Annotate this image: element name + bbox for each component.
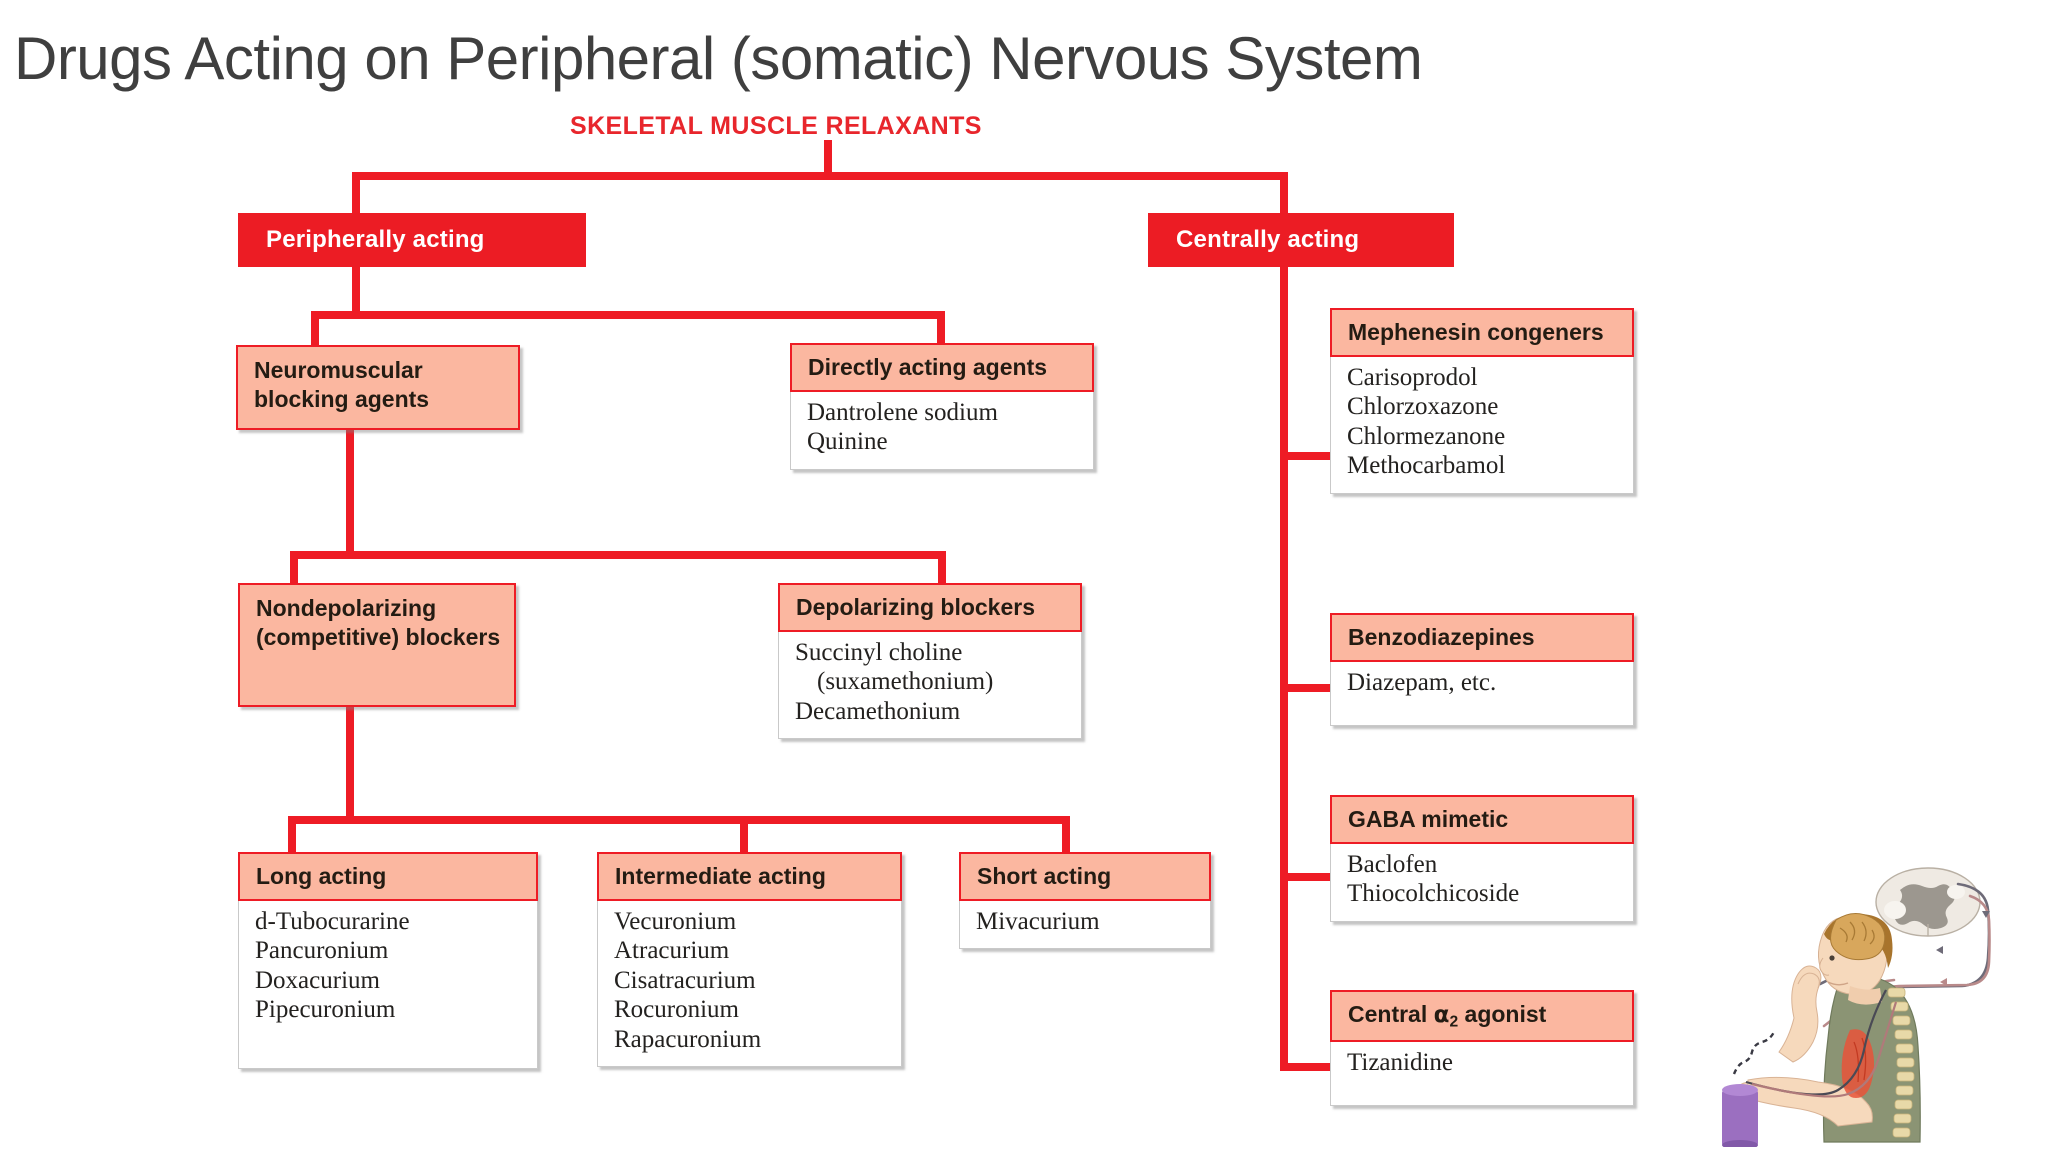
connector-root-to-central [1280, 172, 1288, 232]
node-nondepolarizing-blockers[interactable]: Nondepolarizing (competitive) blockers [238, 583, 516, 707]
card-benzodiazepines[interactable]: Benzodiazepines Diazepam, etc. [1330, 613, 1634, 726]
connector-to-nmba [311, 311, 319, 351]
node-neuromuscular-blocking-agents[interactable]: Neuromuscular blocking agents [236, 345, 520, 430]
connector-to-intermediate-acting [740, 816, 748, 856]
list-item: Quinine [807, 428, 888, 456]
branch-peripherally-acting-label: Peripherally acting [266, 226, 485, 253]
purple-cylinder-object [1722, 1084, 1758, 1147]
card-directly-acting-agents-header: Directly acting agents [790, 343, 1094, 392]
connector-root-to-peripheral [352, 172, 360, 232]
page-title: Drugs Acting on Peripheral (somatic) Ner… [14, 25, 1423, 92]
card-gaba-mimetic-header: GABA mimetic [1330, 795, 1634, 844]
connector-duration-split-bar [288, 816, 1070, 824]
list-item: Dantrolene sodium [807, 398, 998, 426]
spine-icon [1887, 987, 1915, 1138]
card-short-acting-body: Mivacurium [959, 900, 1211, 950]
branch-centrally-acting-label: Centrally acting [1176, 226, 1360, 253]
card-gaba-mimetic[interactable]: GABA mimetic Baclofen Thiocolchicoside [1330, 795, 1634, 922]
list-item: Tizanidine [1347, 1048, 1454, 1076]
connector-nondepolarizing-stem [346, 705, 354, 823]
alpha2-head-pre: Central [1348, 1001, 1434, 1027]
card-depolarizing-blockers-header: Depolarizing blockers [778, 583, 1082, 632]
list-item: (suxamethonium) [817, 668, 994, 696]
card-gaba-mimetic-body: Baclofen Thiocolchicoside [1330, 843, 1634, 922]
list-item: Decamethonium [795, 697, 961, 725]
tremor-squiggle-icon [1732, 1031, 1776, 1075]
connector-to-long-acting [288, 816, 296, 856]
list-item: Cisatracurium [614, 966, 756, 994]
list-item: Chlorzoxazone [1347, 393, 1499, 421]
connector-peripheral-stem [352, 265, 360, 318]
connector-central-trunk [1280, 265, 1288, 1071]
list-item: Rapacuronium [614, 1025, 762, 1053]
card-intermediate-acting[interactable]: Intermediate acting Vecuronium Atracuriu… [597, 852, 902, 1068]
connector-peripheral-split-bar [311, 311, 945, 319]
card-mephenesin-congeners-body: Carisoprodol Chlorzoxazone Chlormezanone… [1330, 356, 1634, 494]
greek-alpha-icon: α [1433, 1002, 1450, 1028]
card-short-acting-header: Short acting [959, 852, 1211, 901]
list-item: d-Tubocurarine [255, 907, 410, 935]
raised-arm-shape [1778, 965, 1822, 1063]
card-intermediate-acting-body: Vecuronium Atracurium Cisatracurium Rocu… [597, 900, 902, 1068]
card-depolarizing-blockers[interactable]: Depolarizing blockers Succinyl choline (… [778, 583, 1082, 740]
card-benzodiazepines-body: Diazepam, etc. [1330, 661, 1634, 726]
connector-central-trunk-foot [1280, 1063, 1334, 1071]
card-depolarizing-blockers-body: Succinyl choline (suxamethonium) Decamet… [778, 631, 1082, 740]
connector-nmba-split-bar [290, 551, 946, 559]
card-intermediate-acting-header: Intermediate acting [597, 852, 902, 901]
card-central-alpha2-agonist-header: Central α2 agonist [1330, 990, 1634, 1042]
card-directly-acting-agents[interactable]: Directly acting agents Dantrolene sodium… [790, 343, 1094, 470]
branch-centrally-acting[interactable]: Centrally acting [1148, 213, 1454, 267]
list-item: Carisoprodol [1347, 363, 1478, 391]
list-item: Baclofen [1347, 850, 1438, 878]
connector-to-nondepolarizing [290, 551, 298, 591]
alpha2-head-post: agonist [1458, 1001, 1547, 1027]
connector-root-bar [352, 172, 1288, 180]
card-mephenesin-congeners-header: Mephenesin congeners [1330, 308, 1634, 357]
card-mephenesin-congeners[interactable]: Mephenesin congeners Carisoprodol Chlorz… [1330, 308, 1634, 494]
list-item: Pancuronium [255, 937, 389, 965]
card-long-acting[interactable]: Long acting d-Tubocurarine Pancuronium D… [238, 852, 538, 1069]
node-neuromuscular-blocking-agents-label: Neuromuscular blocking agents [254, 357, 430, 412]
list-item: Chlormezanone [1347, 422, 1506, 450]
list-item: Doxacurium [255, 966, 380, 994]
connector-nmba-stem [346, 428, 354, 558]
card-long-acting-body: d-Tubocurarine Pancuronium Doxacurium Pi… [238, 900, 538, 1069]
chart-heading: SKELETAL MUSCLE RELAXANTS [570, 112, 982, 140]
connector-central-to-mephenesin [1280, 452, 1334, 460]
list-item: Diazepam, etc. [1347, 668, 1497, 696]
list-item: Thiocolchicoside [1347, 880, 1520, 908]
list-item: Mivacurium [976, 907, 1100, 935]
list-item: Atracurium [614, 937, 730, 965]
connector-to-depolarizing [938, 551, 946, 591]
card-central-alpha2-agonist[interactable]: Central α2 agonist Tizanidine [1330, 990, 1634, 1106]
brain-icon [1830, 913, 1886, 961]
card-short-acting[interactable]: Short acting Mivacurium [959, 852, 1211, 950]
card-central-alpha2-agonist-body: Tizanidine [1330, 1041, 1634, 1106]
list-item: Succinyl choline [795, 638, 963, 666]
list-item: Methocarbamol [1347, 452, 1506, 480]
list-item: Pipecuronium [255, 996, 396, 1024]
connector-central-to-gaba [1280, 873, 1334, 881]
node-nondepolarizing-blockers-label: Nondepolarizing (competitive) blockers [256, 595, 501, 650]
alpha2-subscript: 2 [1449, 1013, 1459, 1031]
spinal-cord-cross-section-icon [1875, 867, 1981, 937]
list-item: Rocuronium [614, 996, 739, 1024]
card-benzodiazepines-header: Benzodiazepines [1330, 613, 1634, 662]
card-directly-acting-agents-body: Dantrolene sodium Quinine [790, 391, 1094, 470]
card-long-acting-header: Long acting [238, 852, 538, 901]
eye-icon [1829, 955, 1835, 961]
connector-to-directly-acting [937, 311, 945, 351]
connector-root-stem [824, 140, 832, 175]
neuromuscular-pathway-illustration [1722, 867, 1991, 1147]
branch-peripherally-acting[interactable]: Peripherally acting [238, 213, 586, 267]
connector-central-to-benzodiazepines [1280, 684, 1334, 692]
list-item: Vecuronium [614, 907, 737, 935]
connector-to-short-acting [1062, 816, 1070, 856]
